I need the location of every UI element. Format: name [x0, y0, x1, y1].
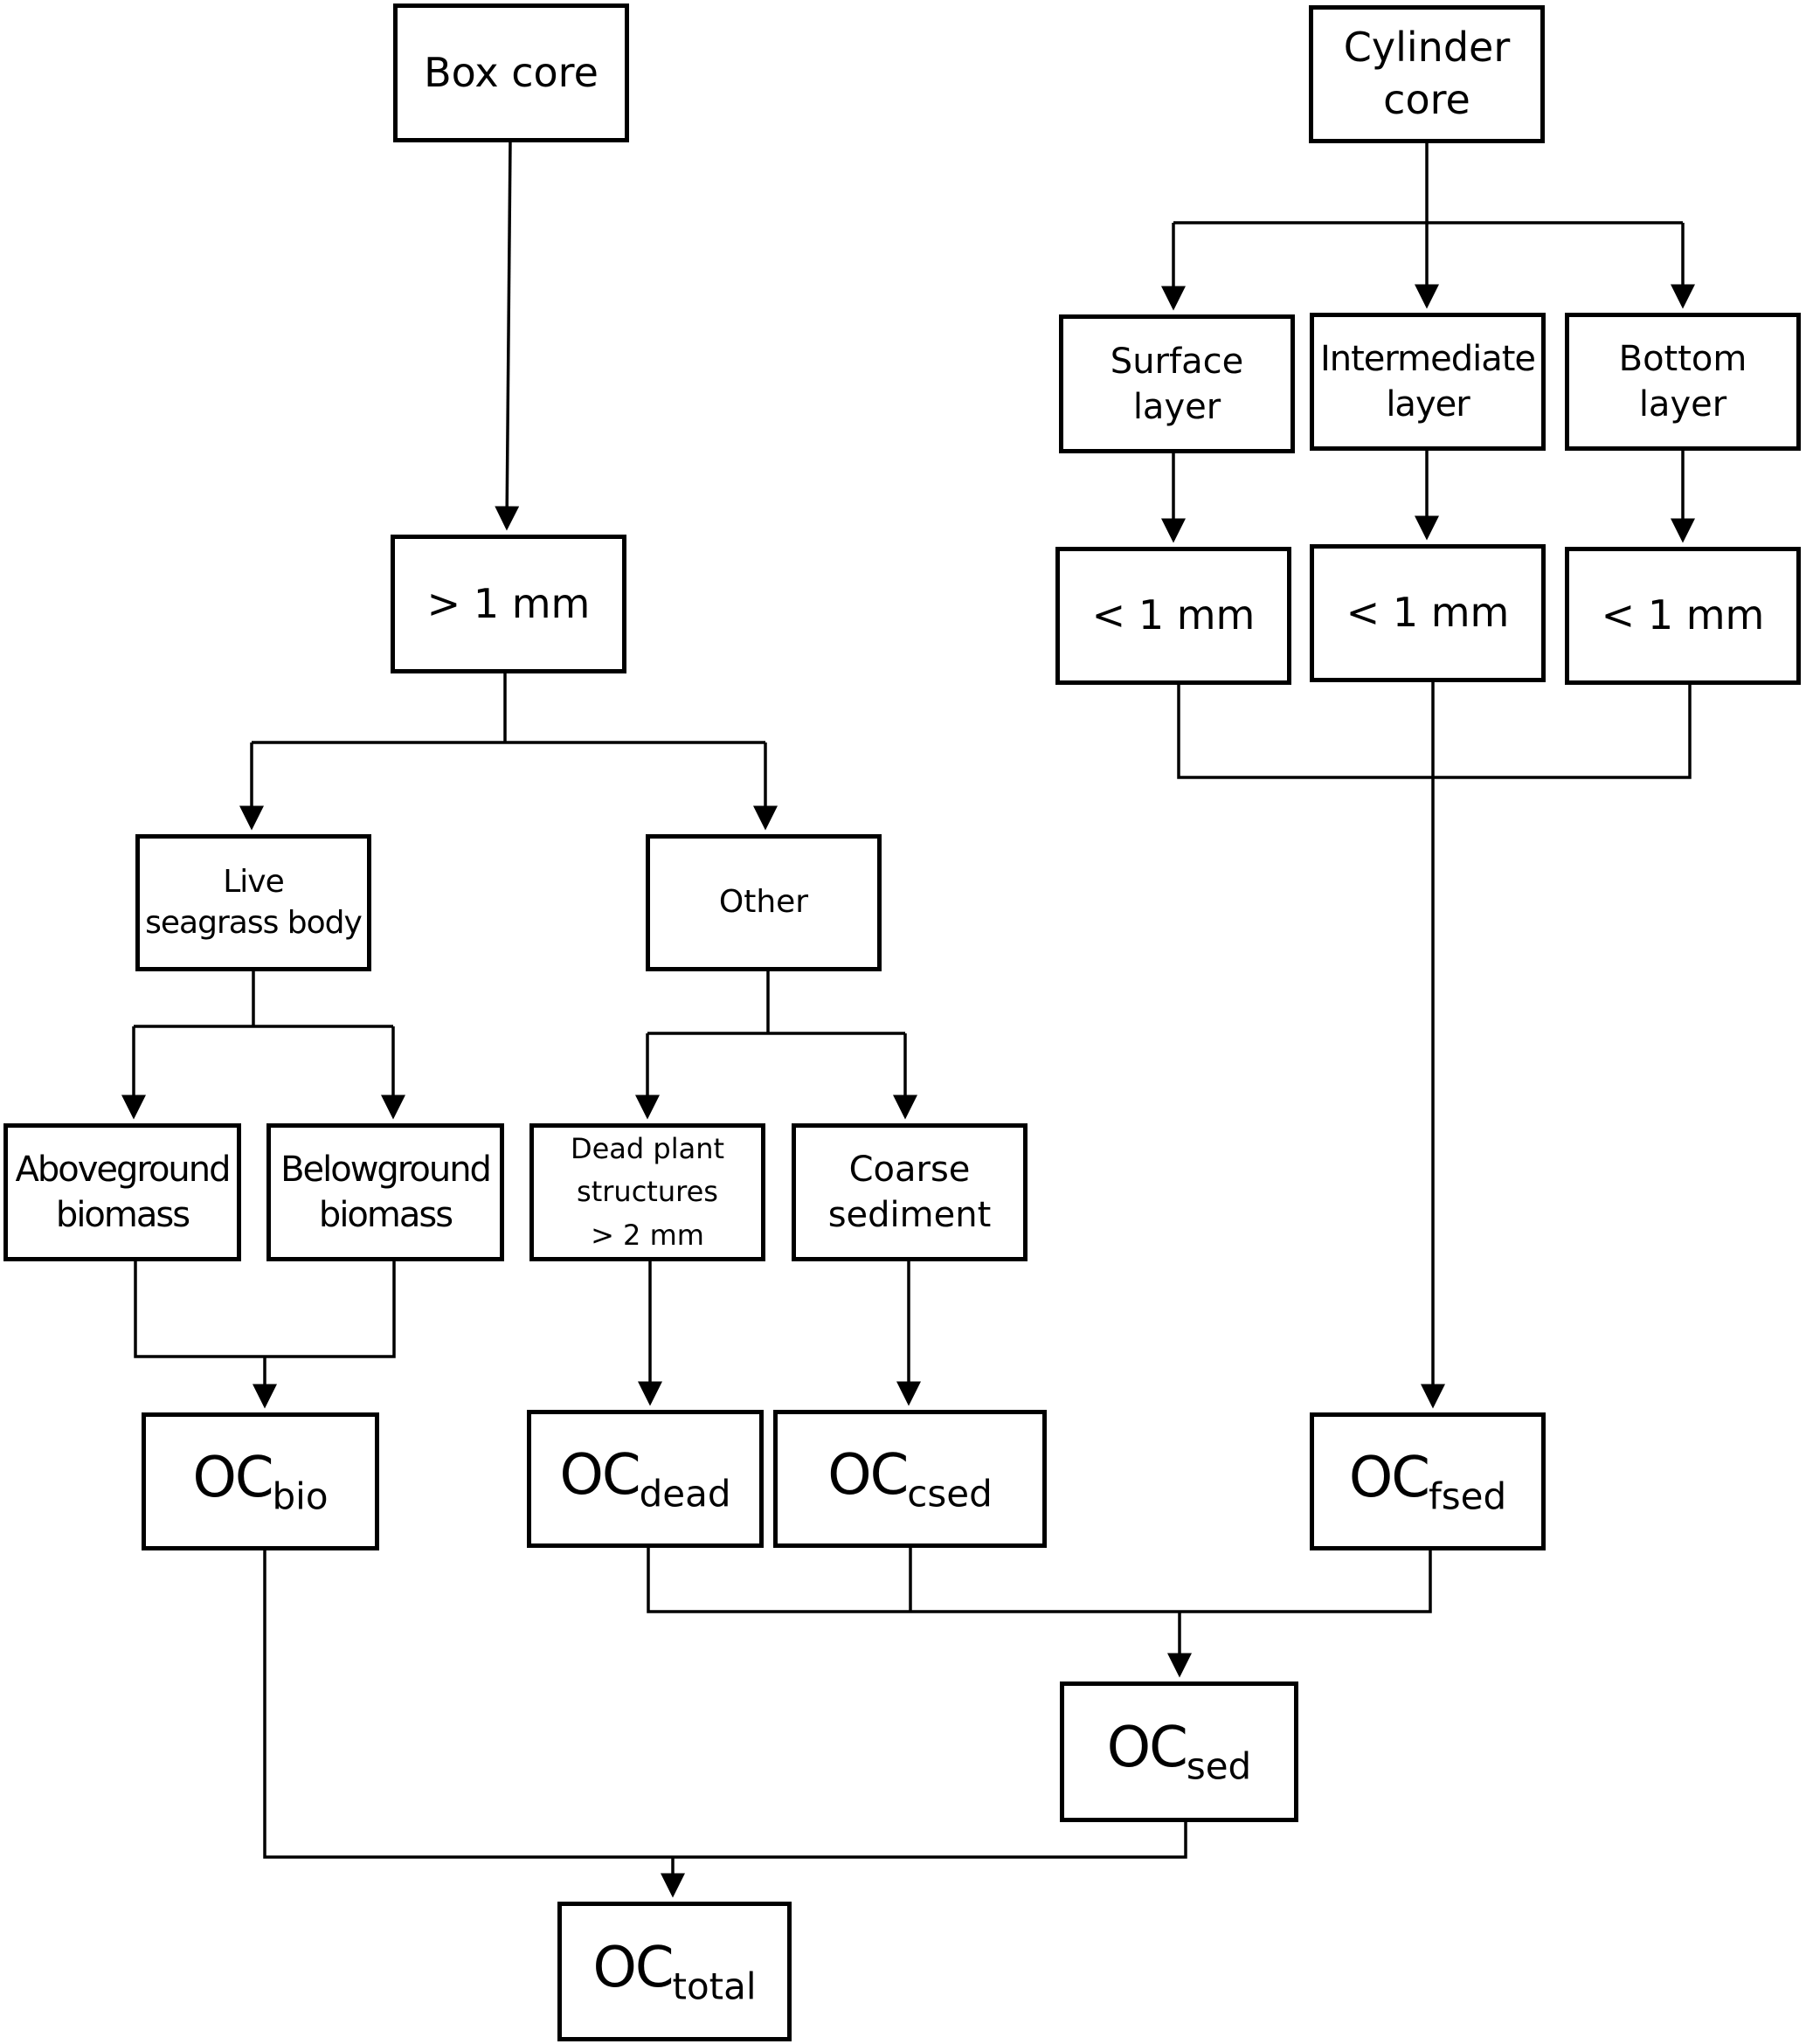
- gt-1mm-label: > 1 mm: [426, 579, 591, 627]
- belowground-node: Belowground biomass: [266, 1123, 504, 1261]
- edge-boxcore-to-gt1mm: [495, 140, 520, 531]
- box-core-node: Box core: [393, 3, 629, 142]
- lt-1mm-surface-node: < 1 mm: [1055, 547, 1291, 685]
- coarse-sediment-node: Coarse sediment: [792, 1123, 1028, 1261]
- oc-csed-main: OC: [827, 1442, 909, 1508]
- lt-1mm-bottom-node: < 1 mm: [1565, 547, 1801, 685]
- gt-1mm-node: > 1 mm: [391, 535, 626, 673]
- lt-1mm-intermediate-node: < 1 mm: [1310, 544, 1546, 682]
- edge-sed-merge: [647, 1546, 1432, 1613]
- oc-csed-sub: csed: [907, 1472, 993, 1516]
- oc-fsed-main: OC: [1348, 1445, 1430, 1510]
- live-seagrass-node: Live seagrass body: [135, 834, 371, 971]
- oc-total-main: OC: [592, 1935, 674, 2000]
- oc-total-node: OCtotal: [557, 1902, 792, 2041]
- oc-sed-node: OCsed: [1060, 1681, 1298, 1822]
- bottom-layer-label: Bottom layer: [1618, 339, 1747, 425]
- oc-dead-node: OCdead: [527, 1410, 764, 1548]
- lt-1mm-surface-label: < 1 mm: [1091, 591, 1256, 639]
- oc-csed-node: OCcsed: [773, 1410, 1047, 1548]
- oc-bio-node: OCbio: [142, 1412, 379, 1550]
- cylinder-core-label: Cylinder core: [1343, 24, 1511, 123]
- oc-fsed-node: OCfsed: [1310, 1412, 1546, 1550]
- intermediate-layer-label: Intermediate layer: [1319, 339, 1536, 425]
- box-core-label: Box core: [424, 48, 599, 96]
- oc-dead-main: OC: [559, 1442, 641, 1508]
- oc-fsed-sub: fsed: [1428, 1474, 1507, 1518]
- oc-sed-sub: sed: [1186, 1745, 1252, 1789]
- oc-sed-main: OC: [1106, 1716, 1188, 1781]
- lt-1mm-bottom-label: < 1 mm: [1601, 591, 1765, 639]
- other-node: Other: [646, 834, 882, 971]
- aboveground-label: Aboveground biomass: [15, 1150, 231, 1235]
- dead-plant-node: Dead plant structures > 2 mm: [529, 1123, 765, 1261]
- oc-dead-sub: dead: [639, 1472, 731, 1516]
- surface-layer-node: Surface layer: [1059, 314, 1295, 453]
- other-label: Other: [718, 884, 809, 921]
- lt-1mm-intermediate-label: < 1 mm: [1346, 589, 1510, 637]
- coarse-sediment-label: Coarse sediment: [827, 1150, 992, 1235]
- oc-bio-main: OC: [192, 1445, 273, 1510]
- aboveground-node: Aboveground biomass: [3, 1123, 241, 1261]
- live-seagrass-label: Live seagrass body: [145, 863, 363, 941]
- oc-total-sub: total: [672, 1965, 757, 2008]
- intermediate-layer-node: Intermediate layer: [1310, 313, 1546, 451]
- edge-total-merge: [263, 1549, 1187, 1859]
- cylinder-core-node: Cylinder core: [1309, 5, 1545, 143]
- bottom-layer-node: Bottom layer: [1565, 313, 1801, 451]
- surface-layer-label: Surface layer: [1110, 341, 1244, 427]
- belowground-label: Belowground biomass: [280, 1150, 492, 1235]
- oc-bio-sub: bio: [272, 1474, 329, 1518]
- edge-biomass-merge: [134, 1260, 396, 1358]
- dead-plant-label: Dead plant structures > 2 mm: [570, 1131, 725, 1252]
